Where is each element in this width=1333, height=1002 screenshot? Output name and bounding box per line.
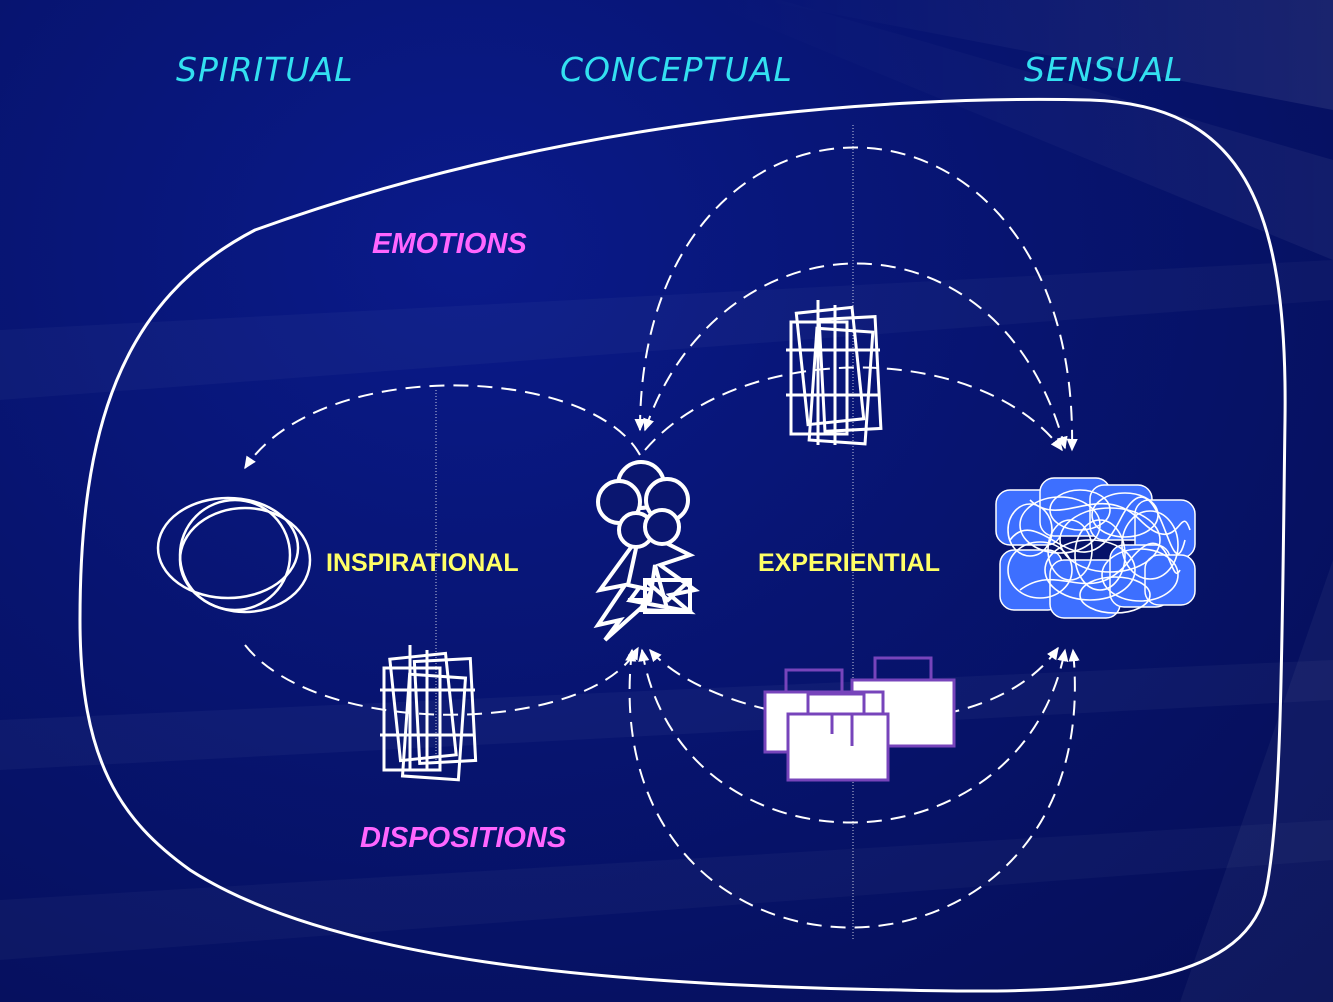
frame-stack-icon <box>786 300 883 446</box>
scribble-cloud-icon <box>995 477 1196 619</box>
arc-right-upper-inner <box>644 366 1063 452</box>
heading-conceptual: CONCEPTUAL <box>560 50 793 89</box>
arc-left-upper <box>244 384 641 470</box>
label-dispositions: DISPOSITIONS <box>360 822 567 854</box>
heading-spiritual: SPIRITUAL <box>176 50 354 89</box>
arc-right-lower-middle <box>638 648 1069 824</box>
boundary-outline <box>78 97 1287 993</box>
folder-stack-icon <box>763 656 956 782</box>
label-experiential: EXPERIENTIAL <box>758 549 940 577</box>
label-emotions: EMOTIONS <box>372 228 527 260</box>
figure-cluster-icon <box>593 460 700 642</box>
arc-right-upper-outer <box>634 146 1078 452</box>
arc-right-upper-middle <box>643 262 1068 450</box>
heading-sensual: SENSUAL <box>1024 50 1184 89</box>
frame-stack-icon-lower <box>380 645 478 782</box>
label-inspirational: INSPIRATIONAL <box>326 549 519 577</box>
overlapping-circles-icon <box>156 496 312 614</box>
